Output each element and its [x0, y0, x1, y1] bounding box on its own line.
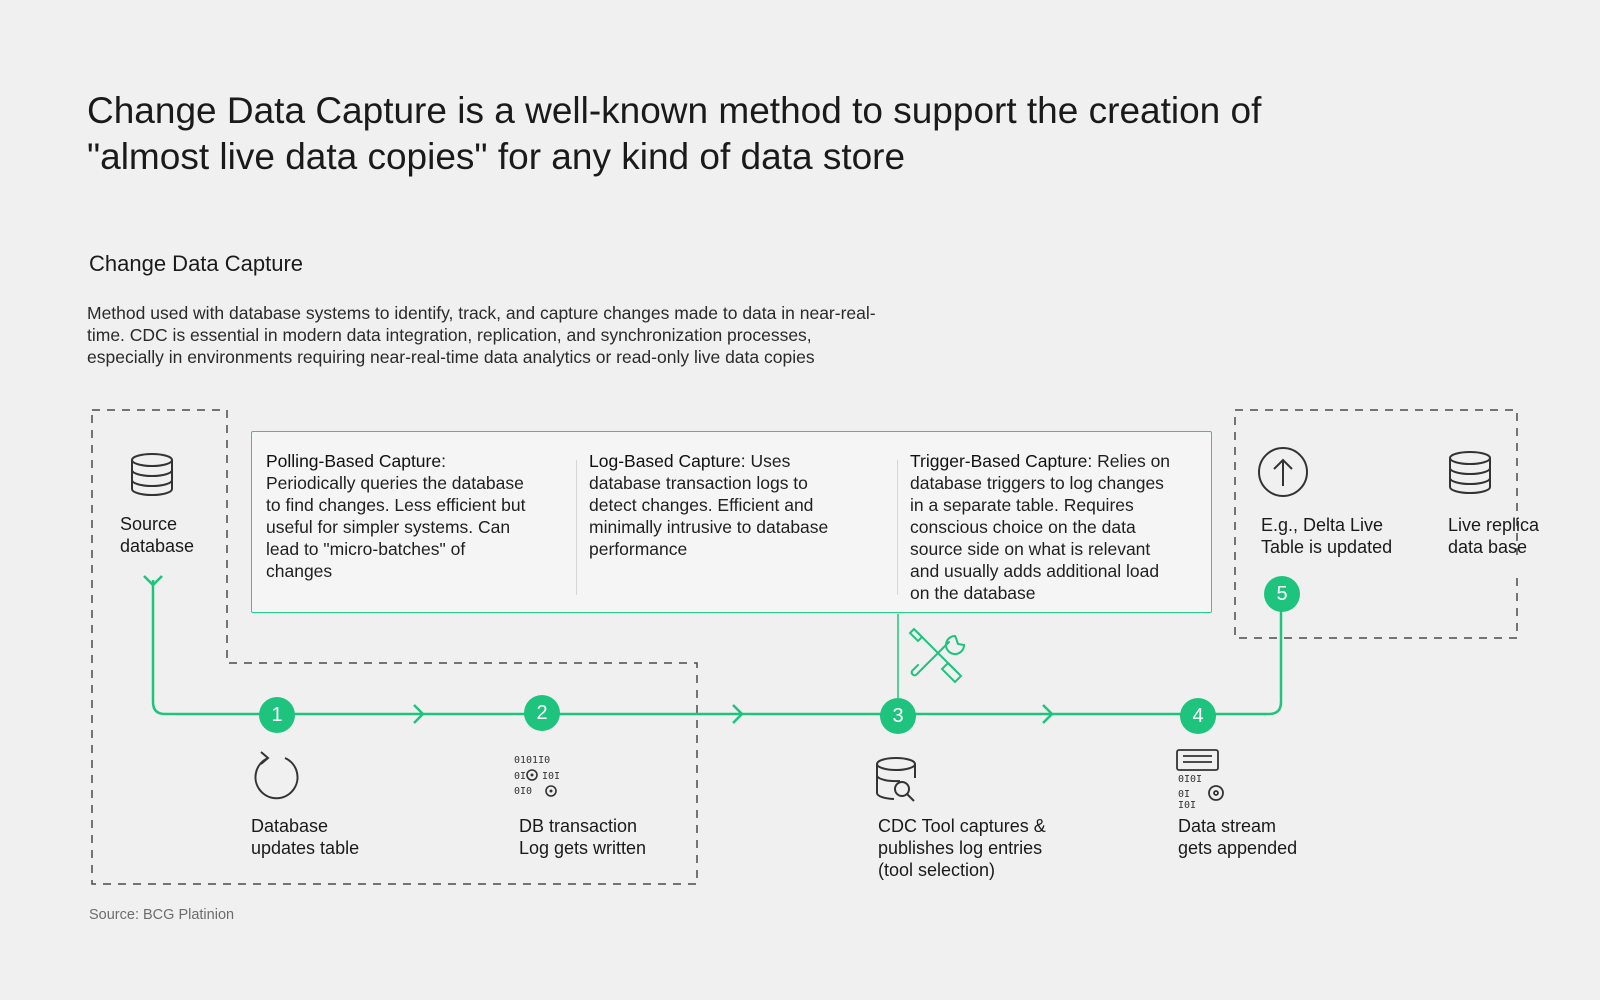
source-database-label: Source database	[120, 513, 194, 557]
polling-based-capture: Polling-Based Capture: Periodically quer…	[266, 450, 525, 582]
svg-text:0I: 0I	[514, 771, 526, 782]
trigger-line: and usually adds additional load	[910, 561, 1160, 581]
source-note: Source: BCG Platinion	[89, 907, 235, 923]
capture-methods-box: Polling-Based Capture: Periodically quer…	[251, 431, 1212, 613]
section-subtitle: Change Data Capture	[89, 251, 304, 276]
title-line-2: "almost live data copies" for any kind o…	[87, 136, 906, 177]
polling-line: lead to "micro-batches" of	[266, 539, 466, 559]
step-3-line-3: (tool selection)	[878, 860, 996, 880]
flow-arrow-2	[732, 704, 744, 724]
data-stream-icon	[1176, 749, 1224, 801]
data-stream-binary: 0I0I 0I I0I	[1178, 774, 1202, 811]
delta-line-1: E.g., Delta Live	[1261, 515, 1384, 535]
svg-text:I0I: I0I	[1178, 800, 1196, 811]
page-title: Change Data Capture is a well-known meth…	[87, 88, 1507, 180]
svg-text:I0I: I0I	[542, 771, 560, 782]
flow-arrow-1	[413, 704, 425, 724]
flow-line	[151, 580, 1283, 716]
polling-line: Periodically queries the database	[266, 473, 524, 493]
log-line: performance	[589, 539, 688, 559]
svg-text:0I0: 0I0	[514, 786, 532, 797]
step-1-line-1: Database	[251, 816, 329, 836]
step-2-badge: 2	[524, 695, 560, 731]
step-2-line-1: DB transaction	[519, 816, 638, 836]
description-line-2: time. CDC is essential in modern data in…	[87, 325, 812, 345]
target-region-dashed-border	[1234, 409, 1518, 639]
step-4-label: Data stream gets appended	[1178, 815, 1297, 859]
trigger-based-capture: Trigger-Based Capture: Relies on databas…	[910, 450, 1170, 604]
step-2-line-2: Log gets written	[519, 838, 647, 858]
flow-arrow-3	[1042, 704, 1054, 724]
replica-line-2: data base	[1448, 537, 1528, 557]
source-database-line-2: database	[120, 536, 195, 556]
step-4-badge: 4	[1180, 698, 1216, 734]
trigger-line: on the database	[910, 583, 1036, 603]
description-line-3: especially in environments requiring nea…	[87, 347, 815, 367]
upload-arrow-icon	[1258, 447, 1308, 497]
live-replica-label: Live replica data base	[1448, 514, 1539, 558]
trigger-heading-tail: Relies on	[1092, 451, 1171, 471]
source-database-line-1: Source	[120, 514, 178, 534]
step-2-label: DB transaction Log gets written	[519, 815, 646, 859]
polling-line: to find changes. Less efficient but	[266, 495, 526, 515]
database-search-icon	[875, 757, 916, 802]
trigger-heading: Trigger-Based Capture:	[910, 451, 1093, 471]
delta-live-table-label: E.g., Delta Live Table is updated	[1261, 514, 1392, 558]
source-region-dashed-border	[91, 409, 698, 885]
log-line: detect changes. Efficient and	[589, 495, 814, 515]
methods-divider	[576, 460, 577, 595]
step-5-badge: 5	[1264, 576, 1300, 612]
tools-icon	[908, 627, 966, 684]
source-database-icon	[131, 453, 173, 496]
refresh-icon	[254, 751, 299, 800]
step-3-line-2: publishes log entries	[878, 838, 1043, 858]
log-line: minimally intrusive to database	[589, 517, 829, 537]
log-based-capture: Log-Based Capture: Uses database transac…	[589, 450, 828, 560]
trigger-line: conscious choice on the data	[910, 517, 1136, 537]
methods-divider	[897, 460, 898, 595]
step-3-label: CDC Tool captures & publishes log entrie…	[878, 815, 1046, 881]
step-1-line-2: updates table	[251, 838, 360, 858]
step-4-line-1: Data stream	[1178, 816, 1277, 836]
step-3-line-1: CDC Tool captures &	[878, 816, 1046, 836]
trigger-line: source side on what is relevant	[910, 539, 1151, 559]
svg-text:0I: 0I	[1178, 789, 1190, 800]
polling-heading: Polling-Based Capture:	[266, 451, 446, 471]
step-3-badge: 3	[880, 698, 916, 734]
binary-gear-icon: 0101I0 0I0 0I I0I	[514, 755, 560, 797]
polling-line: useful for simpler systems. Can	[266, 517, 511, 537]
step-4-line-2: gets appended	[1178, 838, 1298, 858]
trigger-line: in a separate table. Requires	[910, 495, 1134, 515]
step-1-label: Database updates table	[251, 815, 359, 859]
description-line-1: Method used with database systems to ide…	[87, 303, 876, 323]
title-line-1: Change Data Capture is a well-known meth…	[87, 90, 1262, 131]
replica-database-icon	[1449, 451, 1491, 494]
log-heading: Log-Based Capture:	[589, 451, 746, 471]
svg-text:0I0I: 0I0I	[1178, 774, 1202, 785]
step-1-badge: 1	[259, 697, 295, 733]
svg-text:0101I0: 0101I0	[514, 755, 550, 766]
log-line: database transaction logs to	[589, 473, 808, 493]
trigger-line: database triggers to log changes	[910, 473, 1164, 493]
log-heading-tail: Uses	[745, 451, 791, 471]
polling-line: changes	[266, 561, 333, 581]
delta-line-2: Table is updated	[1261, 537, 1393, 557]
source-fork-marker	[143, 575, 163, 587]
description: Method used with database systems to ide…	[87, 302, 967, 368]
replica-line-1: Live replica	[1448, 515, 1540, 535]
